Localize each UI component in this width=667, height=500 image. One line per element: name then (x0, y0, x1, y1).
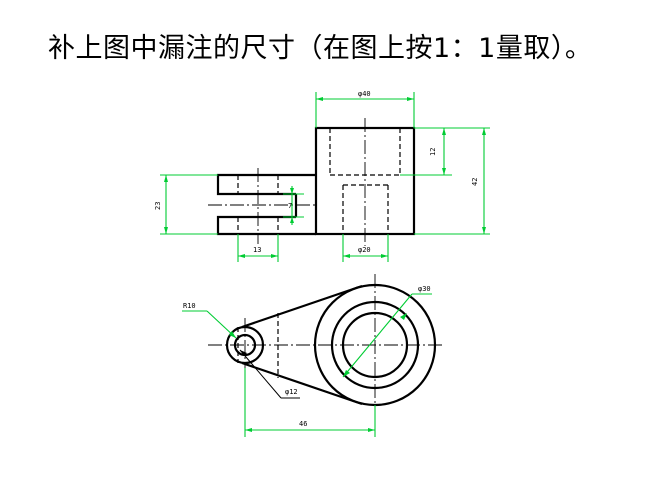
dim-center-distance: 46 (299, 420, 307, 428)
dim-fork-depth: 13 (253, 246, 261, 254)
dim-boss-outer: φ30 (418, 285, 431, 293)
front-dimensions: φ40 12 42 23 7 13 (154, 90, 490, 262)
arm-tangent-upper (241, 284, 363, 329)
dim-fork-height: 23 (154, 202, 162, 210)
fork-upper-prong (216, 173, 316, 196)
dim-small-radius: R10 (183, 302, 196, 310)
arm-tangent-lower (241, 361, 363, 406)
dim-height-upper: 12 (429, 148, 437, 156)
dim-small-hole: φ12 (285, 388, 298, 396)
top-dimensions: R10 φ30 φ12 46 (182, 285, 432, 437)
dim-top-width: φ40 (358, 90, 371, 98)
dim-bore: φ20 (358, 246, 371, 254)
top-view (208, 274, 445, 416)
page-title: 补上图中漏注的尺寸（在图上按1：1量取）。 (48, 33, 593, 64)
front-view (208, 118, 416, 246)
dim-height-total: 42 (471, 178, 479, 186)
fork-lower-prong (216, 215, 316, 236)
dim-slot: 7 (288, 202, 292, 210)
